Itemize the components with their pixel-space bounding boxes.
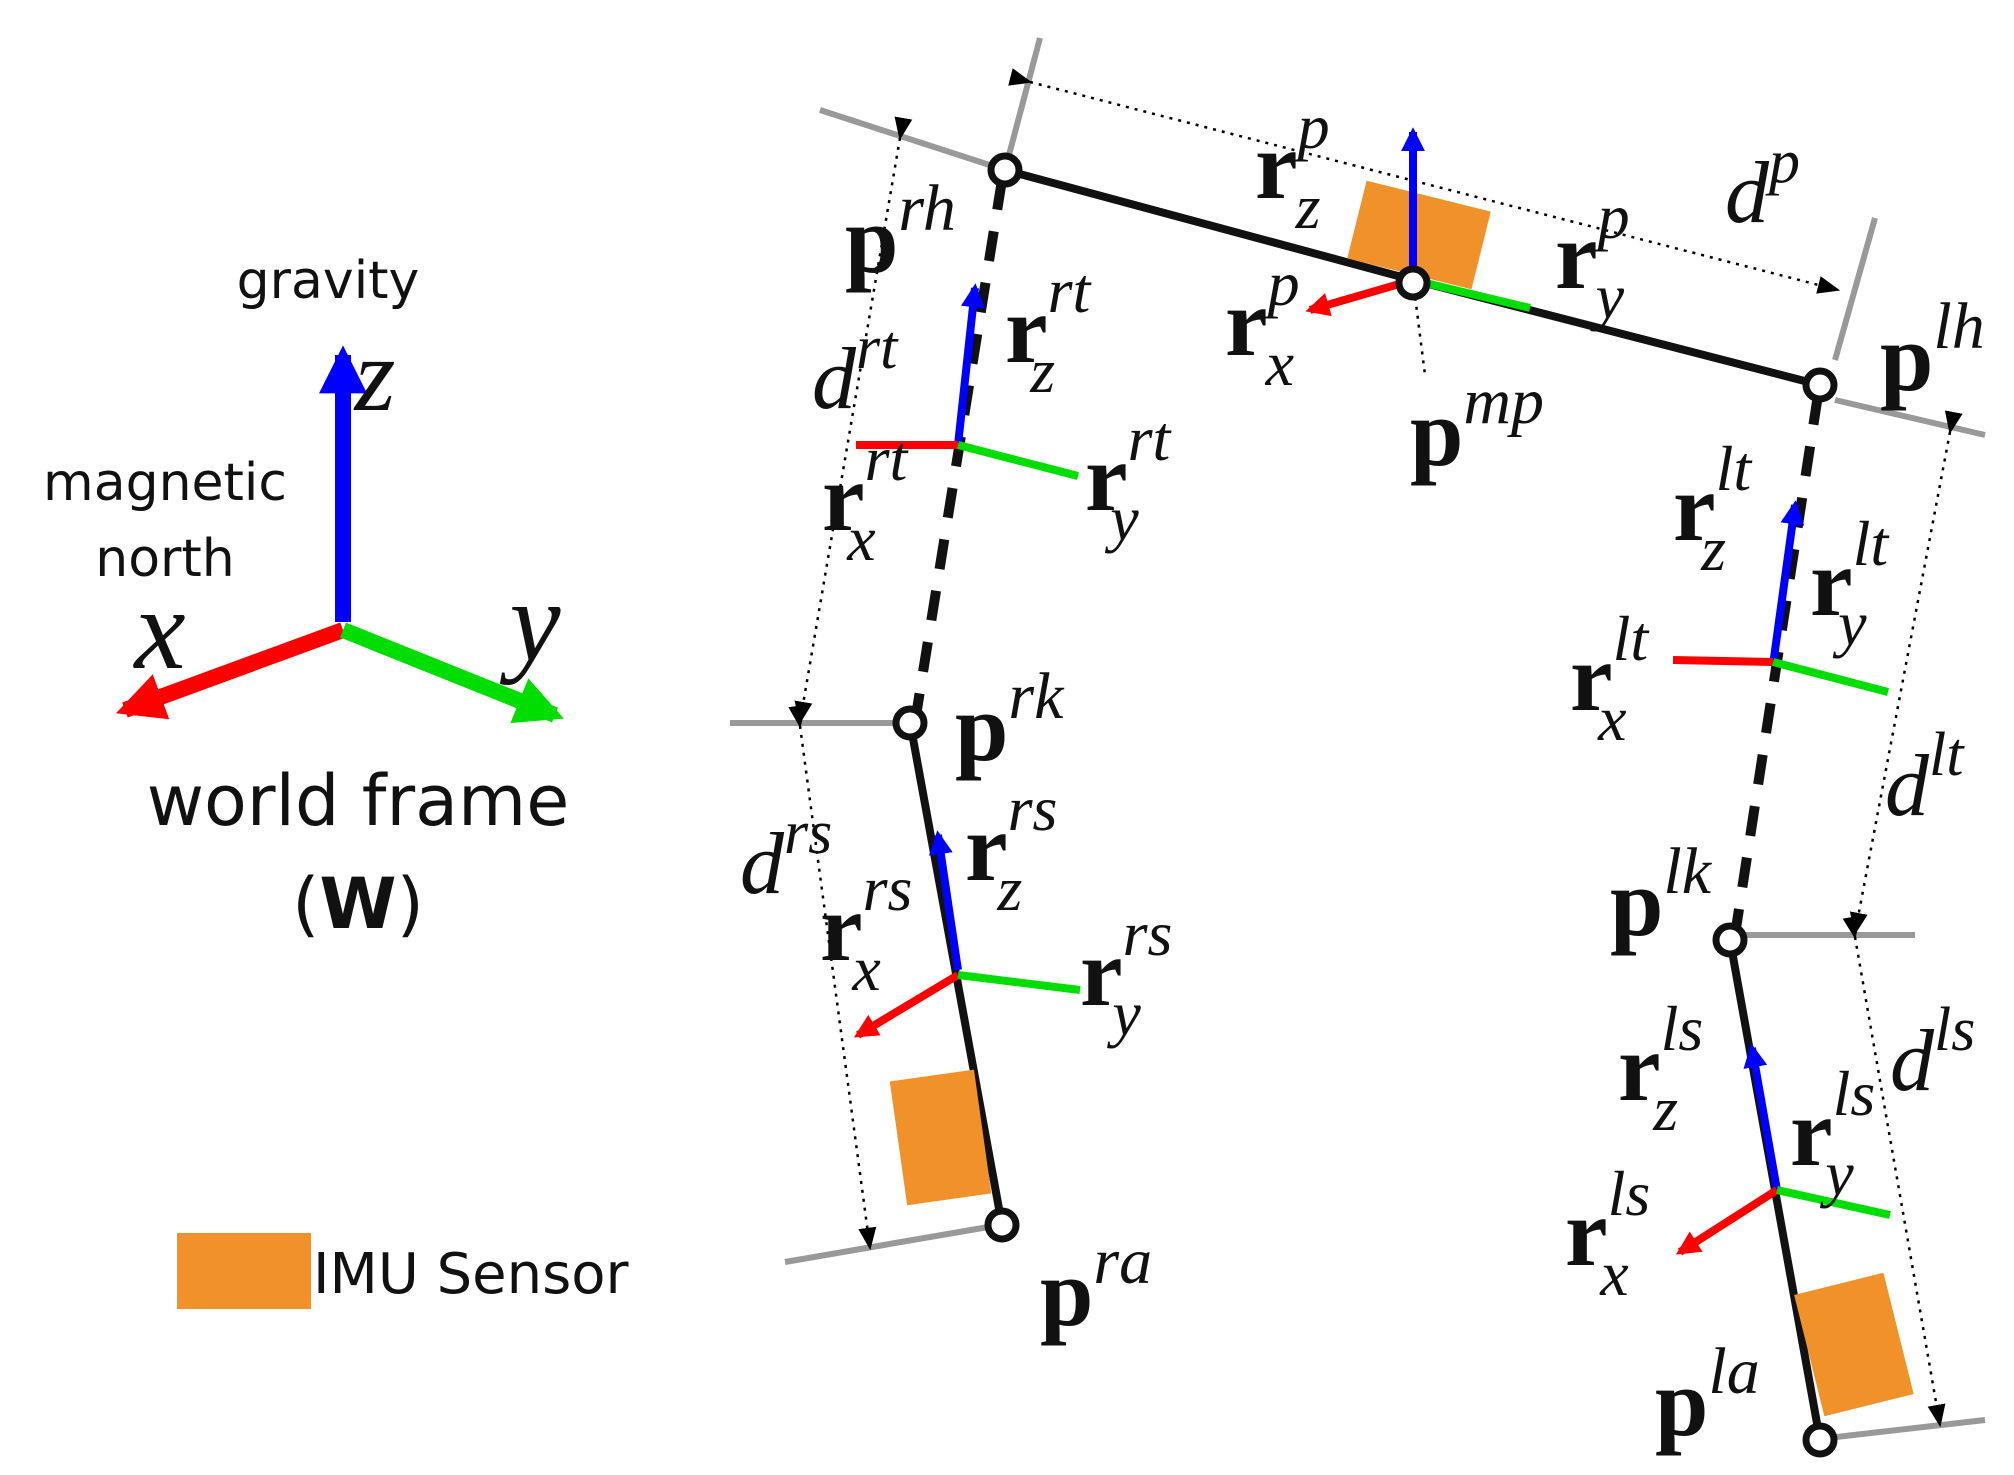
- gravity-label: gravity: [237, 251, 420, 311]
- imu-left-shank: [1794, 1272, 1914, 1417]
- legend-imu-swatch: [177, 1233, 311, 1309]
- right-shank-y-axis: [957, 971, 1081, 994]
- math-labels: prh pmp plh prk plk pra pla dp drt drs d…: [740, 91, 1985, 1456]
- label-d-rt: drt: [812, 314, 899, 428]
- local-frames: [853, 127, 1891, 1256]
- label-p-rk: prk: [955, 660, 1065, 781]
- joint-right-knee: [892, 705, 928, 741]
- joints: [892, 152, 1838, 1458]
- right-shank-x-axis: [853, 971, 961, 1039]
- label-d-lt: dlt: [1885, 721, 1965, 835]
- magnetic-north-label-line1: magnetic: [43, 453, 287, 513]
- joint-mid-pelvis: [1395, 265, 1431, 301]
- left-shank-y-axis: [1776, 1186, 1891, 1219]
- left-shank-x-axis: [1675, 1186, 1780, 1256]
- left-thigh-z-axis: [1769, 500, 1805, 666]
- label-d-ls: dls: [1890, 996, 1975, 1110]
- world-frame-title: world frame: [147, 760, 570, 842]
- label-p-la: pla: [1655, 1335, 1760, 1456]
- joint-right-ankle: [984, 1207, 1020, 1243]
- left-shank-z-axis: [1743, 1043, 1781, 1191]
- magnetic-north-label-line2: north: [95, 529, 235, 589]
- label-p-rh: prh: [845, 172, 956, 293]
- world-x-label: x: [132, 566, 185, 693]
- label-d-p: dp: [1725, 128, 1800, 242]
- joint-left-hip: [1802, 367, 1838, 403]
- label-p-lk: plk: [1610, 835, 1713, 956]
- right-thigh-bone: [910, 179, 1007, 723]
- right-shank-z-axis: [928, 830, 962, 971]
- world-y-axis: [340, 622, 564, 723]
- label-p-lh: plh: [1880, 290, 1985, 411]
- pelvis-right-bone: [1003, 166, 1415, 284]
- imu-pelvis: [1347, 180, 1491, 290]
- imu-sensors: [889, 180, 1914, 1417]
- world-frame: gravity z magnetic north x y world frame…: [43, 251, 569, 945]
- left-thigh-y-axis: [1771, 658, 1890, 696]
- label-d-rs: drs: [740, 799, 832, 913]
- label-p-mp: pmp: [1410, 365, 1544, 486]
- label-p-ra: pra: [1040, 1225, 1152, 1346]
- legend-imu-label: IMU Sensor: [313, 1242, 630, 1307]
- pelvis-y-axis: [1412, 276, 1531, 312]
- joint-left-knee: [1712, 922, 1748, 958]
- world-x-axis: [115, 622, 346, 720]
- left-thigh-x-axis: [1672, 656, 1774, 666]
- world-y-label: y: [499, 558, 561, 685]
- legend: IMU Sensor: [177, 1233, 630, 1309]
- imu-right-shank: [889, 1069, 992, 1206]
- joint-right-hip: [987, 152, 1023, 188]
- world-frame-symbol: (W): [292, 863, 424, 945]
- dimension-lines: [788, 68, 1963, 1428]
- world-z-label: z: [353, 316, 396, 433]
- joint-left-ankle: [1802, 1422, 1838, 1458]
- right-thigh-y-axis: [956, 441, 1080, 480]
- right-thigh-z-axis: [954, 283, 985, 446]
